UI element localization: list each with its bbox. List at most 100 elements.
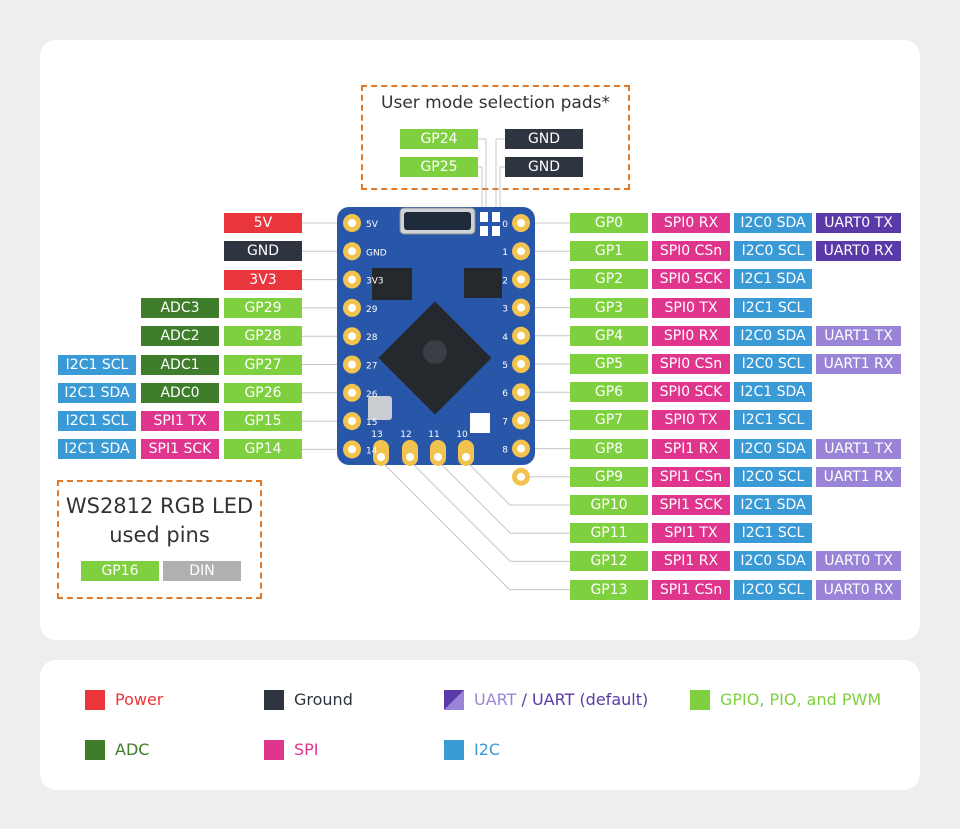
pad-left-hole-5 [348,360,356,369]
legend-i2c-swatch [444,740,464,760]
usb-connector-inner [404,212,471,230]
left-pin-7-label-2: I2C1 SCL [58,411,136,431]
right-pin-13-label-0: GP13 [570,580,648,600]
ws2812-led [470,413,490,433]
wire-bottom-2 [437,460,570,534]
silk-right-6: 6 [502,389,508,399]
right-pin-2-label-2: I2C1 SDA [734,269,812,289]
left-pin-7-label-1: SPI1 TX [141,411,219,431]
right-pin-12-label-2: I2C0 SDA [734,551,812,571]
silk-right-9: 9 [502,474,508,484]
pad-bottom-hole-2 [434,453,442,461]
silk-right-1: 1 [502,248,508,258]
silk-left-8: 14 [366,446,378,456]
pad-left-hole-3 [348,303,356,312]
right-pin-1-label-0: GP1 [570,241,648,261]
user-mode-right-0: GND [505,129,583,149]
right-pin-3-label-2: I2C1 SCL [734,298,812,318]
legend-uart-label: UART [474,690,517,709]
left-pin-5-label-0: GP27 [224,355,302,375]
pad-left-hole-6 [348,388,356,397]
legend-ground-swatch [264,690,284,710]
right-pin-10-label-2: I2C1 SDA [734,495,812,515]
right-pin-5-label-3: UART1 RX [816,354,901,374]
legend-spi-swatch [264,740,284,760]
silk-bottom-2: 11 [428,430,439,440]
right-pin-5-label-1: SPI0 CSn [652,354,730,374]
right-pin-1-label-2: I2C0 SCL [734,241,812,261]
right-pin-10-label-1: SPI1 SCK [652,495,730,515]
right-pin-11-label-1: SPI1 TX [652,523,730,543]
silk-right-2: 2 [502,276,508,286]
pad-right-hole-6 [517,388,525,397]
wire-bottom-0 [380,460,570,591]
right-pin-6-label-0: GP6 [570,382,648,402]
pad-right-hole-9 [517,472,525,481]
right-pin-6-label-2: I2C1 SDA [734,382,812,402]
pad-bottom-hole-3 [462,453,470,461]
left-pin-8-label-1: SPI1 SCK [141,439,219,459]
silk-right-5: 5 [502,361,508,371]
legend-power-swatch [85,690,105,710]
right-pin-1-label-1: SPI0 CSn [652,241,730,261]
pad-right-hole-7 [517,416,525,425]
legend-uart-default-label: UART (default) [531,690,649,709]
user-mode-left-1: GP25 [400,157,478,177]
user-pad-0 [480,212,488,222]
user-mode-right-1: GND [505,157,583,177]
pad-right-hole-5 [517,360,525,368]
right-pin-8-label-0: GP8 [570,439,648,459]
right-pin-2-label-1: SPI0 SCK [652,269,730,289]
left-pin-4-label-1: ADC2 [141,326,219,346]
left-pin-6-label-0: GP26 [224,383,302,403]
user-mode-left-0: GP24 [400,129,478,149]
silk-left-4: 28 [366,333,378,343]
pad-left-hole-8 [348,445,356,454]
pad-left-hole-7 [348,417,356,426]
silk-right-7: 7 [502,417,508,427]
right-pin-11-label-0: GP11 [570,523,648,543]
silk-bottom-3: 10 [456,430,468,440]
pad-right-hole-8 [517,444,525,453]
silk-right-8: 8 [502,446,508,456]
right-pin-3-label-1: SPI0 TX [652,298,730,318]
pad-left-hole-2 [348,275,356,284]
right-pin-11-label-2: I2C1 SCL [734,523,812,543]
led-pin-din: DIN [163,561,241,581]
left-pin-7-label-0: GP15 [224,411,302,431]
user-pad-1 [492,212,500,222]
left-pin-6-label-1: ADC0 [141,383,219,403]
legend-gpio-swatch [690,690,710,710]
right-pin-4-label-0: GP4 [570,326,648,346]
left-pin-1-label-0: GND [224,241,302,261]
ws2812-box [57,480,262,599]
silk-left-5: 27 [366,362,377,372]
pad-bottom-hole-0 [377,453,385,461]
pad-left-hole-1 [348,247,356,256]
right-pin-3-label-0: GP3 [570,298,648,318]
pad-right-hole-0 [517,219,525,227]
ws2812-title-line1: WS2812 RGB LED [65,494,254,518]
legend-ground-text: Ground [294,690,353,709]
right-pin-8-label-2: I2C0 SDA [734,439,812,459]
right-pin-8-label-3: UART1 TX [816,439,901,459]
pad-right-hole-3 [517,303,525,312]
right-pin-0-label-2: I2C0 SDA [734,213,812,233]
silk-left-2: 3V3 [366,277,384,287]
regulator-chip [372,268,412,300]
right-pin-0-label-3: UART0 TX [816,213,901,233]
legend-adc-swatch [85,740,105,760]
user-mode-pads-box [361,85,630,190]
wire-bottom-3 [465,460,570,506]
right-pin-2-label-0: GP2 [570,269,648,289]
silk-left-7: 15 [366,418,377,428]
silk-bottom-0: 13 [371,430,382,440]
legend-uart-text: UART / UART (default) [474,690,648,710]
right-pin-12-label-1: SPI1 RX [652,551,730,571]
left-pin-0-label-0: 5V [224,213,302,233]
user-pad-2 [480,226,488,236]
boot-button [368,396,392,420]
right-pin-4-label-1: SPI0 RX [652,326,730,346]
silk-left-6: 26 [366,390,378,400]
